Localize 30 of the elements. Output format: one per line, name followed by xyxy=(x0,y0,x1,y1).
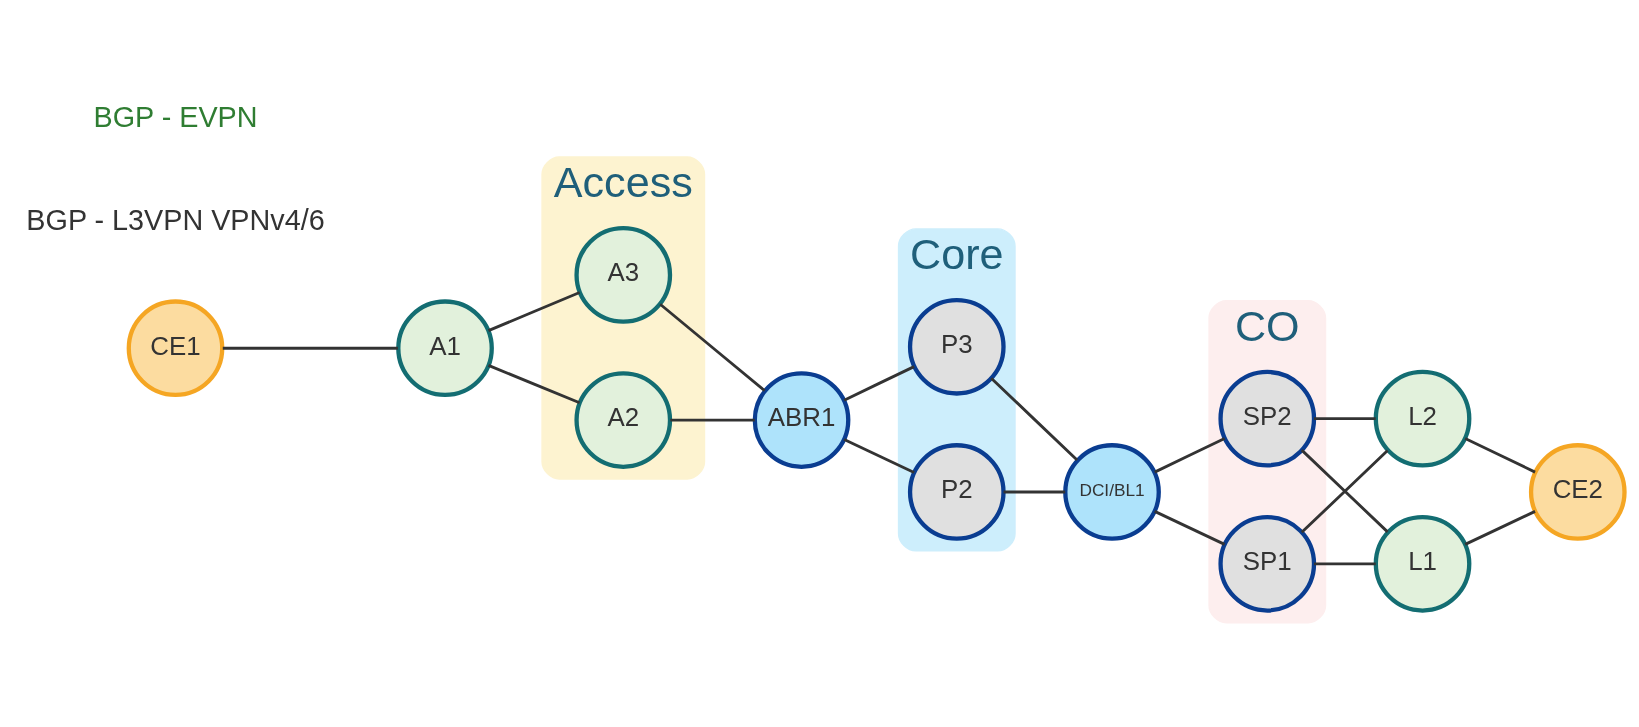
node-circle: CE1 xyxy=(126,298,225,397)
node-circle: ABR1 xyxy=(752,370,851,469)
node-circle: DCI/BL1 xyxy=(1063,442,1161,541)
node-circle: A3 xyxy=(574,225,673,324)
connector xyxy=(1314,561,1376,565)
node-circle: P2 xyxy=(907,442,1006,541)
connector xyxy=(1154,436,1226,473)
connector xyxy=(659,302,766,392)
connector xyxy=(1314,416,1376,420)
connector xyxy=(222,346,398,350)
connector xyxy=(670,418,755,421)
node-circle: SP2 xyxy=(1218,369,1317,467)
node-circle: L2 xyxy=(1373,369,1472,467)
connector xyxy=(1464,436,1536,473)
connector xyxy=(487,290,581,332)
connector xyxy=(990,376,1079,461)
node-circle: P3 xyxy=(907,297,1006,396)
connector xyxy=(1003,490,1066,493)
label: BGP - EVPN xyxy=(93,100,258,133)
label: BGP - L3VPN VPNv4/6 xyxy=(26,203,325,236)
connector xyxy=(843,437,915,474)
connector xyxy=(843,364,915,402)
node-circle: A2 xyxy=(574,370,673,469)
connector xyxy=(1154,509,1226,546)
node-circle: SP1 xyxy=(1218,514,1317,613)
node-circle: CE2 xyxy=(1528,442,1627,541)
connector xyxy=(487,363,581,404)
node-circle: A1 xyxy=(396,298,494,397)
node-circle: L1 xyxy=(1373,514,1472,613)
connector xyxy=(1464,509,1536,546)
